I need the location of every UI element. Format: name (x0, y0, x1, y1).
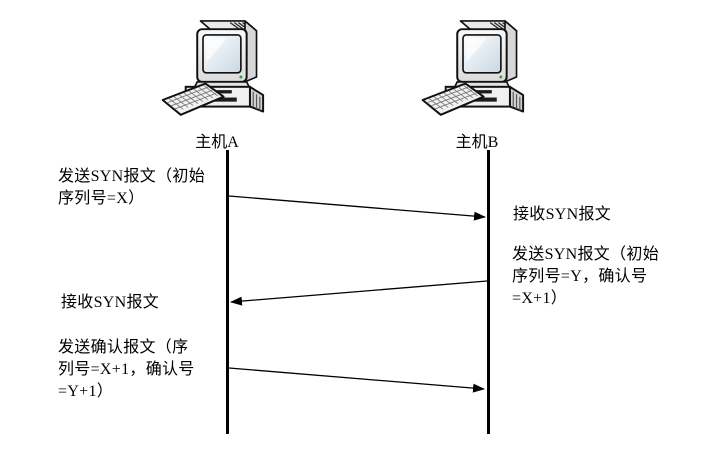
arrow-synack-b-to-a (230, 280, 488, 306)
host-a-timeline (226, 150, 229, 434)
note-send-syn-b: 发送SYN报文（初始 序列号=Y，确认号 =X+1） (512, 246, 660, 307)
host-b-timeline (487, 150, 490, 434)
arrow-syn-a-to-b (228, 195, 486, 221)
arrow-ack-a-to-b (228, 367, 485, 393)
host-a-label: 主机A (195, 134, 239, 151)
note-send-ack-a: 发送确认报文（序 列号=X+1，确认号 =Y+1） (58, 339, 195, 400)
note-recv-syn-b: 接收SYN报文 (513, 206, 612, 223)
host-b-label: 主机B (455, 134, 499, 151)
note-recv-syn-a: 接收SYN报文 (61, 294, 160, 311)
note-send-syn-a: 发送SYN报文（初始 序列号=X） (58, 168, 206, 207)
